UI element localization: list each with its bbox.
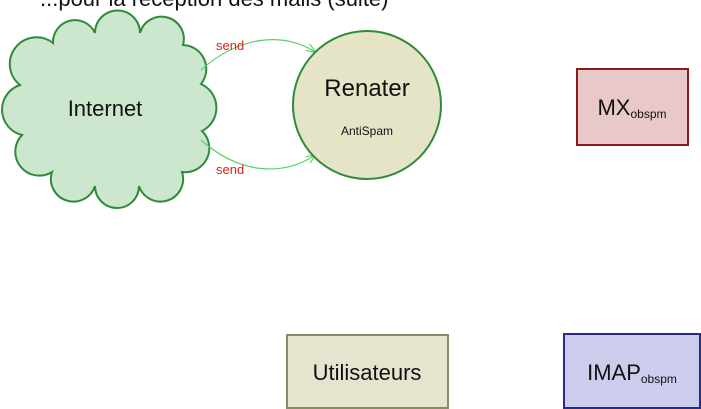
- renater-title: Renater: [324, 75, 409, 102]
- edge-send-top: send: [200, 38, 315, 71]
- send-label-bottom: send: [216, 162, 244, 177]
- internet-node: Internet: [1, 9, 218, 209]
- diagram-caption: ...pour la reception des mails (suite): [40, 0, 389, 11]
- mx-sub: obspm: [630, 107, 666, 121]
- internet-label: Internet: [68, 96, 143, 121]
- imap-node: IMAPobspm: [563, 333, 701, 409]
- send-arrow-top: [200, 39, 315, 71]
- mx-box: [576, 68, 689, 146]
- renater-node: Renater AntiSpam: [292, 30, 442, 180]
- imap-label: IMAPobspm: [587, 360, 677, 386]
- renater-subtitle: AntiSpam: [341, 124, 393, 138]
- edge-send-bottom: send: [200, 139, 315, 177]
- utilisateurs-node: Utilisateurs: [286, 334, 449, 409]
- mx-main: MX: [597, 95, 630, 120]
- utilisateurs-box: [286, 334, 449, 409]
- imap-sub: obspm: [641, 372, 677, 386]
- mx-label: MXobspm: [597, 95, 666, 121]
- imap-main: IMAP: [587, 360, 641, 385]
- mx-node: MXobspm: [576, 68, 689, 146]
- utilisateurs-label: Utilisateurs: [313, 360, 422, 385]
- send-label-top: send: [216, 38, 244, 53]
- cloud-shape: [1, 9, 218, 209]
- send-arrow-bottom: [200, 139, 315, 170]
- imap-box: [563, 333, 701, 409]
- renater-circle: [292, 30, 442, 180]
